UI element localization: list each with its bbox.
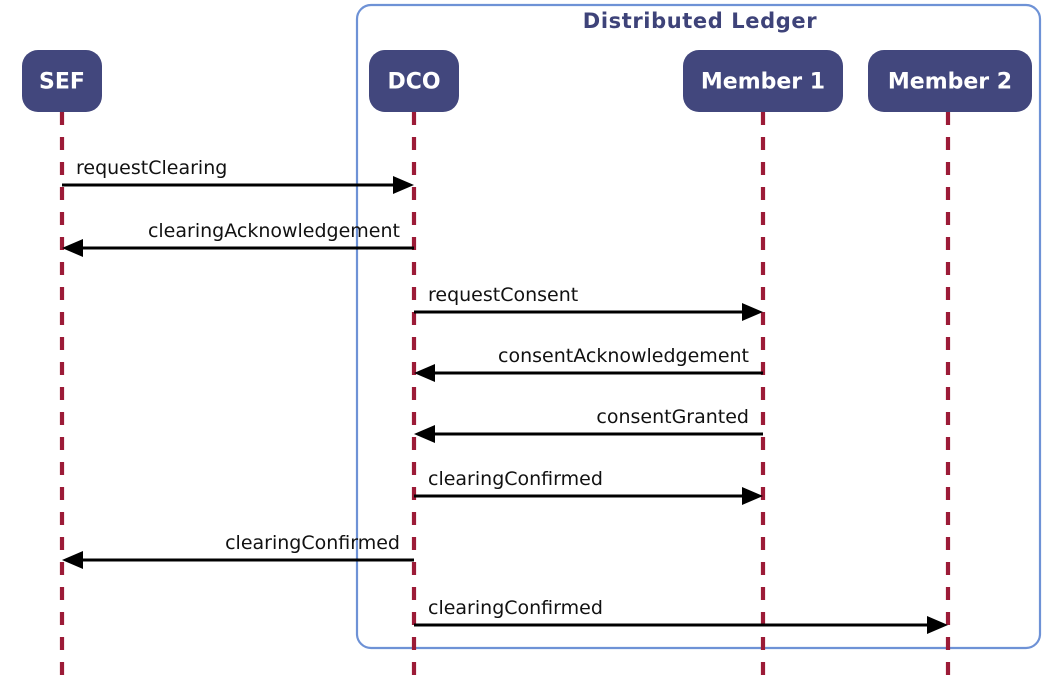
message-label-8: clearingConfirmed bbox=[428, 597, 603, 619]
message-1: requestClearing bbox=[62, 157, 414, 194]
actor-label-member1: Member 1 bbox=[701, 70, 825, 95]
message-6: clearingConfirmed bbox=[414, 468, 763, 505]
message-label-6: clearingConfirmed bbox=[428, 468, 603, 490]
ledger-frame-rect bbox=[355, 3, 1042, 650]
message-arrowhead-4 bbox=[414, 364, 435, 382]
message-arrowhead-2 bbox=[62, 239, 83, 257]
message-2: clearingAcknowledgement bbox=[62, 220, 414, 257]
actor-box-dco[interactable] bbox=[369, 50, 459, 112]
messages-group: requestClearing clearingAcknowledgement re… bbox=[62, 157, 948, 634]
message-arrowhead-7 bbox=[62, 551, 83, 569]
message-label-4: consentAcknowledgement bbox=[498, 345, 749, 367]
message-label-2: clearingAcknowledgement bbox=[148, 220, 400, 242]
message-arrowhead-1 bbox=[393, 176, 414, 194]
message-arrowhead-8 bbox=[927, 616, 948, 634]
actor-box-member1[interactable] bbox=[683, 50, 843, 112]
message-arrowhead-6 bbox=[742, 487, 763, 505]
actor-label-member2: Member 2 bbox=[888, 70, 1012, 95]
actor-dco[interactable]: DCO bbox=[369, 50, 459, 112]
ledger-frame-title: Distributed Ledger bbox=[583, 9, 817, 33]
actors-group: SEF DCO Member 1 Member 2 bbox=[22, 50, 1032, 112]
actor-label-dco: DCO bbox=[387, 70, 440, 95]
actor-box-sef[interactable] bbox=[22, 50, 102, 112]
actor-label-sef: SEF bbox=[39, 70, 85, 95]
actor-sef[interactable]: SEF bbox=[22, 50, 102, 112]
message-label-7: clearingConfirmed bbox=[225, 532, 400, 554]
message-label-1: requestClearing bbox=[76, 157, 227, 179]
message-5: consentGranted bbox=[414, 406, 763, 443]
actor-member2[interactable]: Member 2 bbox=[868, 50, 1032, 112]
message-label-5: consentGranted bbox=[596, 406, 749, 428]
distributed-ledger-frame: Distributed Ledger bbox=[355, 3, 1042, 650]
message-label-3: requestConsent bbox=[428, 284, 578, 306]
message-4: consentAcknowledgement bbox=[414, 345, 763, 382]
message-7: clearingConfirmed bbox=[62, 532, 414, 569]
actor-member1[interactable]: Member 1 bbox=[683, 50, 843, 112]
message-arrowhead-3 bbox=[742, 303, 763, 321]
lifelines-group bbox=[59, 112, 951, 682]
message-3: requestConsent bbox=[414, 284, 763, 321]
message-arrowhead-5 bbox=[414, 425, 435, 443]
message-8: clearingConfirmed bbox=[414, 597, 948, 634]
actor-box-member2[interactable] bbox=[868, 50, 1032, 112]
